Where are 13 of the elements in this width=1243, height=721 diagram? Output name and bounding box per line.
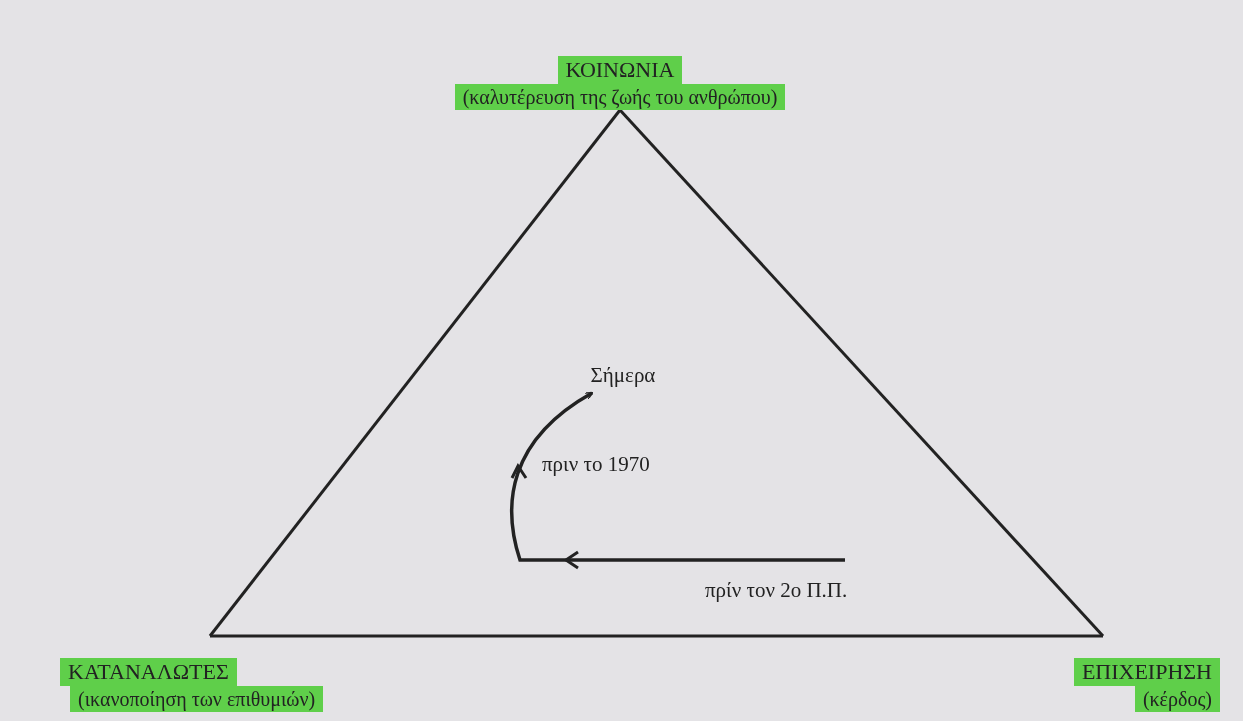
- curved-arrow: [510, 391, 845, 570]
- highlighted-subtitle: (καλυτέρευση της ζωής του ανθρώπου): [454, 84, 786, 110]
- period-label: πριν το 1970: [542, 452, 650, 477]
- triangle-side: [208, 109, 622, 637]
- highlighted-heading: ΕΠΙΧΕΙΡΗΣΗ: [1073, 658, 1220, 686]
- triangle-side: [618, 109, 1105, 637]
- highlighted-subtitle: (κέρδος): [1134, 686, 1220, 712]
- highlighted-subtitle: (ικανοποίηση των επιθυμιών): [70, 686, 324, 712]
- highlighted-heading: ΚΑΤΑΝΑΛΩΤΕΣ: [60, 658, 237, 686]
- triangle-side: [210, 634, 1103, 638]
- node-label: Σήμερα: [590, 362, 656, 388]
- period-label: πρίν τον 2ο Π.Π.: [705, 578, 848, 603]
- highlighted-heading: ΚΟΙΝΩΝΙΑ: [557, 56, 683, 84]
